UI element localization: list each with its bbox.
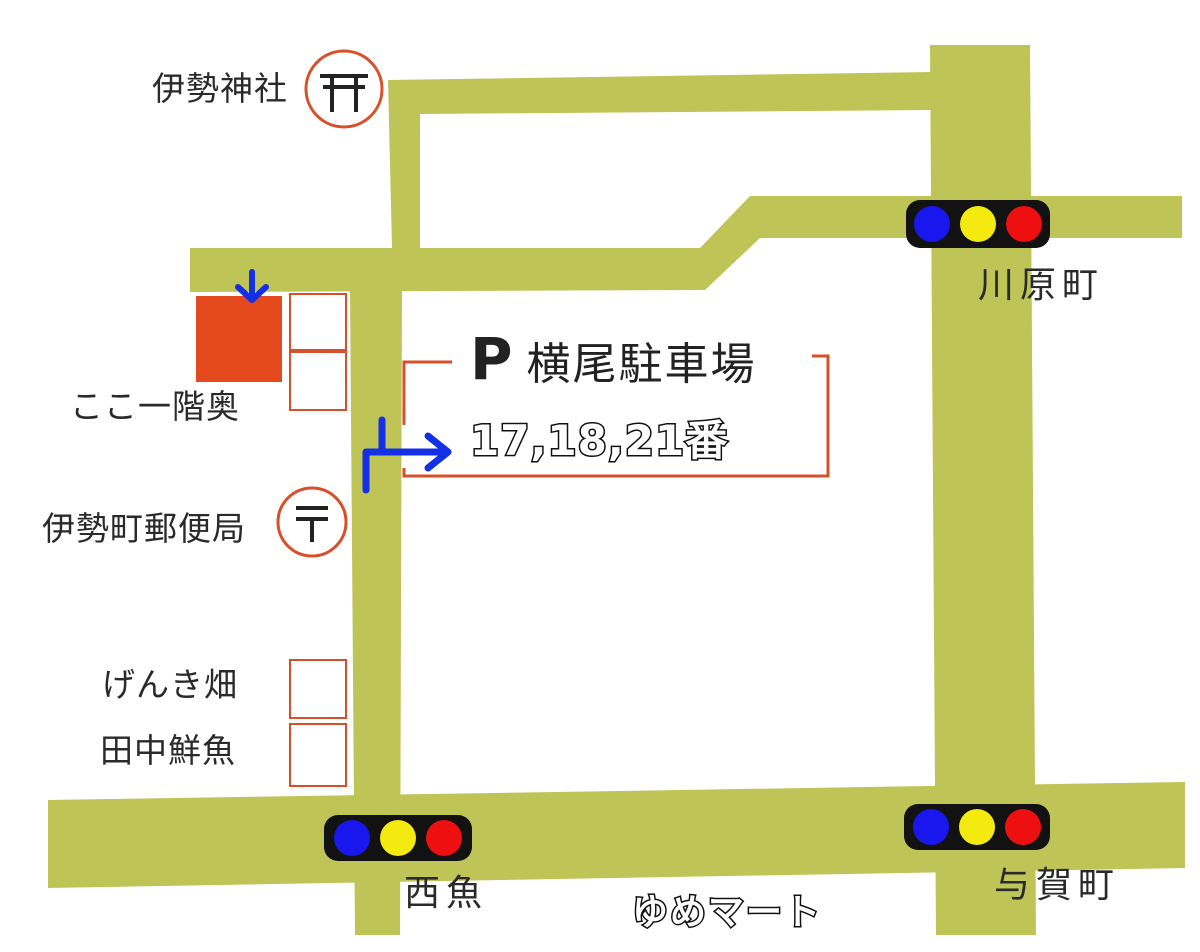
yume-mart-label: ゆめマート: [630, 892, 823, 933]
building-outlines: [289, 293, 347, 787]
traffic-light-icon: [324, 815, 472, 861]
post-office-icon: [276, 486, 348, 558]
road-top-horizontal: [388, 72, 932, 248]
intersection-nishiuo: 西魚: [404, 873, 489, 914]
parking-spot-numbers: 17,18,21番: [468, 416, 729, 465]
parking-symbol: P: [470, 325, 515, 393]
post-office-label: 伊勢町郵便局: [42, 509, 246, 548]
route-arrow-icon: [362, 416, 452, 494]
shrine-icon: [304, 49, 384, 129]
traffic-light-icon: [906, 200, 1050, 248]
parking-name: 横尾駐車場: [526, 339, 757, 390]
genkibatake-label: げんき畑: [102, 665, 238, 704]
destination-building: [196, 296, 282, 382]
tanaka-label: 田中鮮魚: [100, 731, 236, 770]
road-right-vertical: [930, 45, 1036, 935]
down-arrow-icon: [235, 269, 269, 303]
parking-bracket: [402, 354, 830, 478]
road-bottom-main: [48, 782, 1185, 888]
road-network: [48, 45, 1185, 935]
intersection-kawaharamachi: 川原町: [978, 265, 1105, 306]
intersection-yogamachi: 与賀町: [994, 865, 1121, 906]
shrine-label: 伊勢神社: [152, 69, 288, 108]
destination-label: ここ一階奥: [70, 387, 240, 426]
traffic-light-icon: [904, 804, 1050, 850]
